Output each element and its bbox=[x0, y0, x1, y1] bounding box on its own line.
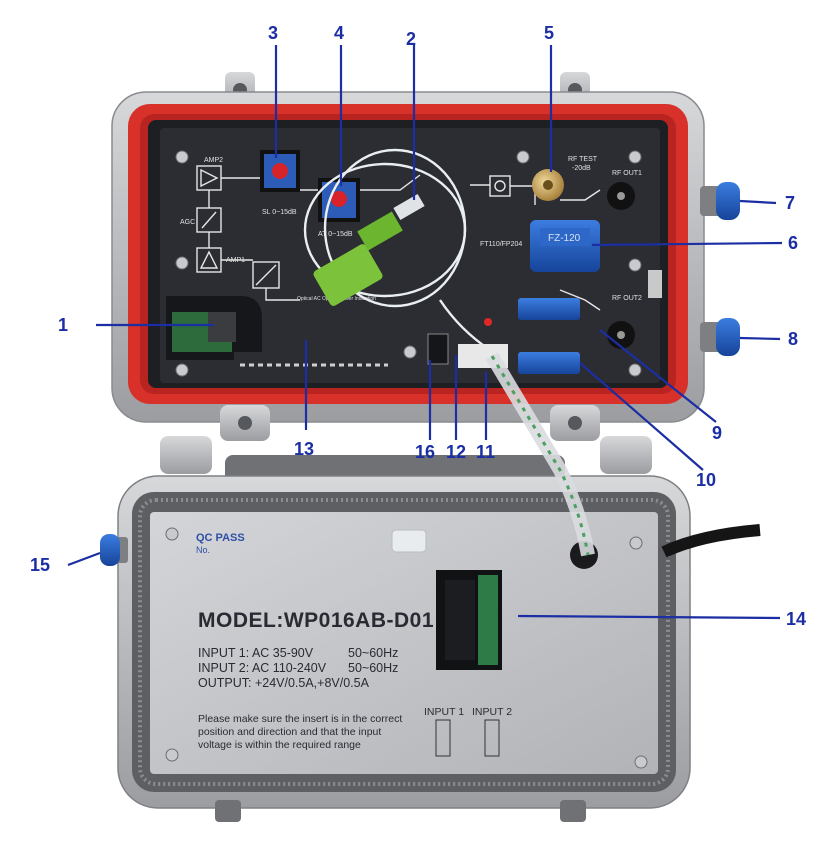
callout-10: 10 bbox=[696, 470, 717, 490]
input1-hz: 50~60Hz bbox=[348, 646, 399, 660]
qc-pass-label: QC PASS bbox=[196, 532, 245, 544]
output-spec: OUTPUT: +24V/0.5A,+8V/0.5A bbox=[198, 676, 369, 690]
qc-number-label: No. bbox=[196, 545, 211, 555]
jumper-plug-1[interactable] bbox=[518, 298, 580, 320]
rf-test-label: RF TEST bbox=[568, 156, 598, 163]
callout-11: 11 bbox=[476, 442, 496, 462]
rf-out2-port[interactable] bbox=[607, 321, 635, 349]
callout-3: 3 bbox=[268, 23, 279, 43]
callout-6: 6 bbox=[788, 233, 799, 253]
splitter-plug[interactable]: FZ-120 bbox=[530, 220, 600, 272]
callout-5: 5 bbox=[544, 23, 555, 43]
warning-line-3: voltage is within the required range bbox=[198, 739, 361, 751]
agc-label: AGC bbox=[180, 219, 195, 226]
callout-2: 2 bbox=[406, 29, 417, 49]
splitter-plug-label: FZ-120 bbox=[548, 233, 581, 244]
input1-slot bbox=[435, 719, 451, 757]
jumper-plug-2[interactable] bbox=[518, 352, 580, 374]
callout-13: 13 bbox=[294, 439, 315, 459]
model-title: MODEL:WP016AB-D01 bbox=[198, 609, 435, 632]
bottom-lid bbox=[117, 475, 761, 822]
callout-14: 14 bbox=[786, 609, 807, 629]
callout-16: 16 bbox=[415, 442, 436, 462]
fuse-holder bbox=[427, 333, 449, 365]
rf-out1-port[interactable] bbox=[607, 182, 635, 210]
rf-test-db-label: -20dB bbox=[572, 165, 591, 172]
power-supply-window bbox=[436, 570, 502, 670]
at-attenuator[interactable] bbox=[318, 178, 360, 222]
top-housing bbox=[111, 72, 705, 441]
splitter-model-label: FT110/FP204 bbox=[480, 241, 522, 248]
callout-12: 12 bbox=[446, 442, 467, 462]
input2-spec: INPUT 2: AC 110-240V bbox=[198, 661, 327, 675]
power-module bbox=[166, 296, 262, 360]
led-bar bbox=[234, 352, 394, 374]
output-connector-8[interactable] bbox=[700, 318, 740, 356]
callout-4: 4 bbox=[334, 23, 345, 43]
sl-attenuator[interactable] bbox=[260, 150, 300, 192]
input1-spec: INPUT 1: AC 35-90V bbox=[198, 646, 314, 660]
sl-label: SL 0~15dB bbox=[262, 209, 297, 216]
block-diagram bbox=[196, 165, 601, 311]
ground-block bbox=[648, 270, 662, 298]
input-connector-7[interactable] bbox=[700, 182, 740, 220]
rf-out1-label: RF OUT1 bbox=[612, 170, 642, 177]
power-led bbox=[484, 318, 492, 326]
input2-plug-label: INPUT 2 bbox=[472, 706, 513, 718]
input2-slot bbox=[484, 719, 500, 757]
lid-connector-15[interactable] bbox=[100, 534, 128, 566]
rf-out2-label: RF OUT2 bbox=[612, 295, 642, 302]
amp2-label: AMP2 bbox=[204, 157, 223, 164]
sc-fiber-connector[interactable] bbox=[312, 193, 425, 307]
rf-test-port[interactable] bbox=[532, 169, 564, 201]
input2-hz: 50~60Hz bbox=[348, 661, 399, 675]
amp1-label: AMP1 bbox=[226, 257, 245, 264]
warning-line-2: position and direction and that the inpu… bbox=[198, 726, 382, 738]
callout-7: 7 bbox=[785, 193, 796, 213]
callout-9: 9 bbox=[712, 423, 723, 443]
label-plate bbox=[150, 512, 658, 774]
at-label: AT 0~15dB bbox=[318, 231, 353, 238]
callout-1: 1 bbox=[58, 315, 69, 335]
callout-15: 15 bbox=[30, 555, 51, 575]
warning-line-1: Please make sure the insert is in the co… bbox=[198, 713, 403, 725]
callout-lines bbox=[67, 45, 783, 620]
callout-8: 8 bbox=[788, 329, 799, 349]
input1-plug-label: INPUT 1 bbox=[424, 706, 465, 718]
